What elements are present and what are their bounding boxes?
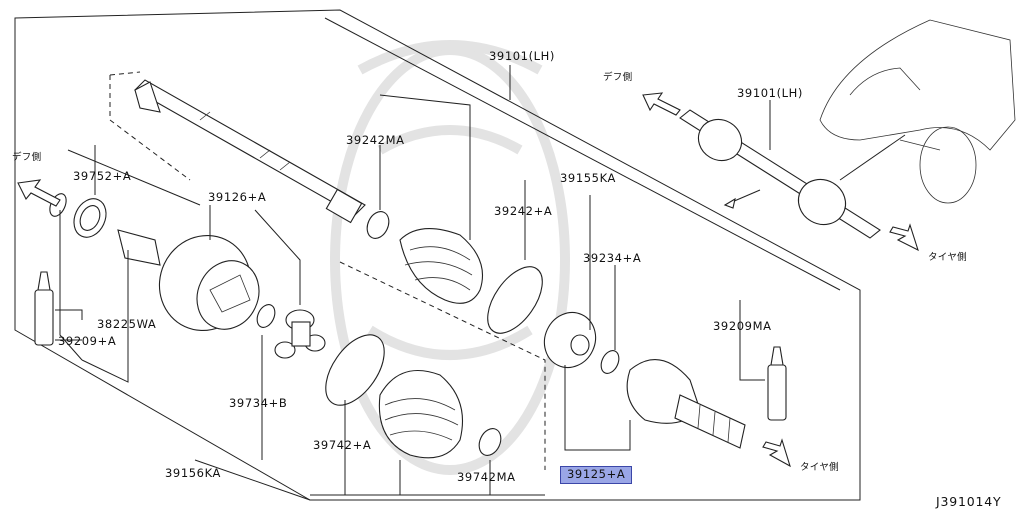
label-39734B: 39734+B — [229, 396, 288, 410]
watermark-emblem — [330, 40, 570, 475]
grease-tube-right — [767, 346, 787, 421]
label-39234A: 39234+A — [583, 251, 642, 265]
arrow-tire-inset — [889, 223, 919, 252]
direction-diff-left: デフ側 — [12, 152, 42, 163]
label-39742A: 39742+A — [313, 438, 372, 452]
direction-tire-bottom: タイヤ側 — [800, 462, 839, 473]
arrow-tire-bottom — [762, 438, 791, 468]
label-39742MA: 39742MA — [457, 470, 516, 484]
label-39209A: 39209+A — [58, 334, 117, 348]
diagram-code: J391014Y — [936, 494, 1002, 509]
label-39155KA: 39155KA — [560, 171, 616, 185]
label-39242MA: 39242MA — [346, 133, 405, 147]
label-39752A: 39752+A — [73, 169, 132, 183]
label-39126A: 39126+A — [208, 190, 267, 204]
arrow-diff-inset — [642, 92, 681, 116]
direction-diff-inset: デフ側 — [603, 72, 633, 83]
tripod-joint — [274, 309, 326, 359]
inset-vehicle — [679, 19, 1016, 239]
outer-joint-kit — [543, 311, 746, 449]
direction-tire-inset: タイヤ側 — [928, 252, 967, 263]
outer-boot — [378, 370, 464, 459]
label-39101-main: 39101(LH) — [489, 49, 556, 63]
label-39125A-highlighted[interactable]: 39125+A — [560, 466, 633, 484]
frame-outline — [14, 9, 861, 501]
inner-boot — [399, 228, 484, 304]
label-38225WA: 38225WA — [97, 317, 157, 331]
joint-housing — [117, 229, 260, 332]
label-39242A: 39242+A — [494, 204, 553, 218]
label-39101-inset: 39101(LH) — [737, 86, 804, 100]
grease-tube-left — [34, 271, 54, 346]
arrow-diff-left — [17, 179, 61, 207]
axle-shaft — [134, 79, 366, 224]
label-39156KA: 39156KA — [165, 466, 221, 480]
label-39209MA: 39209MA — [713, 319, 772, 333]
leader-lines — [55, 94, 765, 501]
